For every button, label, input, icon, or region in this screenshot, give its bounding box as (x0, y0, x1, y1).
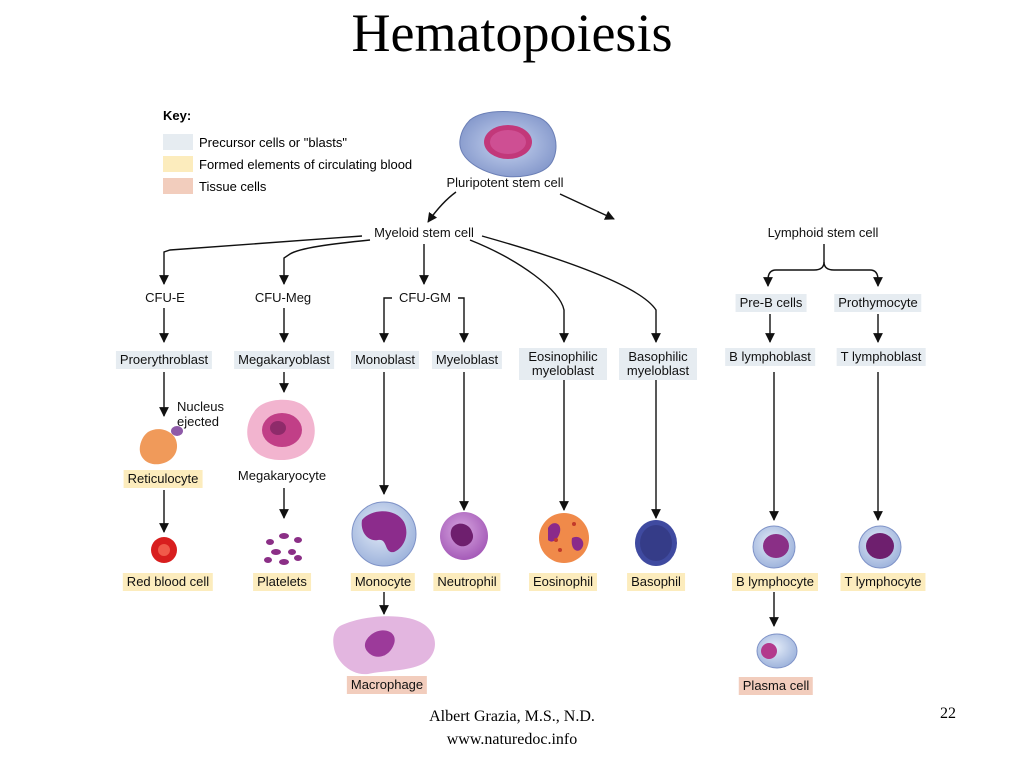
box-eosinophilic-myeloblast: Eosinophilic myeloblast (519, 348, 607, 380)
arrow-cfu-gm-to-myeloblast (458, 297, 469, 343)
label-myeloid-stem-cell: Myeloid stem cell (374, 225, 474, 240)
box-plasma-cell: Plasma cell (738, 677, 814, 695)
footer-author: Albert Grazia, M.S., N.D. (429, 708, 595, 725)
ejected-nucleus-image (171, 426, 183, 436)
arrow-stem-to-lymphoid (559, 193, 615, 220)
eosinophil-image (539, 513, 589, 563)
arrow-lymphoid-to-prothymocyte (823, 261, 883, 287)
pluripotent-stem-cell-image (459, 111, 557, 178)
arrow-myeloid-to-cfu-meg (279, 239, 371, 285)
basophil-image (635, 520, 677, 566)
red-blood-cell-image (151, 537, 177, 563)
box-eosinophil: Eosinophil (529, 573, 597, 591)
box-proerythroblast: Proerythroblast (115, 351, 213, 369)
box-myeloblast: Myeloblast (431, 351, 503, 369)
page-number: 22 (940, 705, 956, 722)
b-lymphocyte-image (752, 525, 796, 569)
arrow-cfu-gm-to-monoblast (379, 297, 392, 343)
arrow-lymphoid-to-pre-b (763, 244, 825, 287)
macrophage-image (333, 616, 435, 675)
footer-website: www.naturedoc.info (446, 731, 578, 748)
key-label-precursor: Precursor cells or "blasts" (199, 135, 347, 150)
label-lymphoid-stem-cell: Lymphoid stem cell (767, 225, 879, 240)
box-monoblast: Monoblast (351, 351, 419, 369)
box-monocyte: Monocyte (350, 573, 416, 591)
arrow-myeloid-to-basophilic (481, 235, 661, 343)
key-label-tissue: Tissue cells (199, 179, 267, 194)
arrow-myeloid-to-eosinophilic (469, 239, 569, 343)
box-prothymocyte: Prothymocyte (834, 294, 922, 312)
plasma-cell-image (756, 633, 798, 669)
platelets-image (264, 533, 302, 565)
reticulocyte-image (139, 429, 178, 465)
arrow-myeloid-to-cfu-e (159, 235, 363, 285)
arrow-stem-to-myeloid (427, 191, 457, 223)
key-swatch-precursor (163, 134, 193, 150)
monocyte-image (351, 501, 417, 567)
label-cfu-gm: CFU-GM (399, 290, 451, 305)
box-red-blood-cell: Red blood cell (122, 573, 214, 591)
label-pluripotent-stem-cell: Pluripotent stem cell (446, 175, 564, 190)
key-swatch-formed (163, 156, 193, 172)
slide-title: Hematopoiesis (351, 3, 673, 63)
box-b-lymphoblast: B lymphoblast (725, 348, 815, 366)
box-pre-b-cells: Pre-B cells (735, 294, 807, 312)
box-b-lymphocyte: B lymphocyte (731, 573, 819, 591)
key-heading: Key: (163, 108, 192, 123)
box-t-lymphocyte: T lymphocyte (840, 573, 926, 591)
megakaryocyte-image (247, 399, 315, 461)
box-reticulocyte: Reticulocyte (123, 470, 203, 488)
box-platelets: Platelets (253, 573, 311, 591)
label-megakaryocyte: Megakaryocyte (237, 468, 327, 483)
box-basophilic-myeloblast: Basophilic myeloblast (619, 348, 697, 380)
box-macrophage: Macrophage (346, 676, 428, 694)
key-label-formed: Formed elements of circulating blood (199, 157, 413, 172)
label-cfu-meg: CFU-Meg (254, 290, 312, 305)
box-megakaryoblast: Megakaryoblast (234, 351, 334, 369)
neutrophil-image (440, 512, 488, 560)
label-cfu-e: CFU-E (145, 290, 185, 305)
box-neutrophil: Neutrophil (433, 573, 501, 591)
box-basophil: Basophil (627, 573, 685, 591)
t-lymphocyte-image (858, 525, 902, 569)
label-nucleus-ejected: Nucleus ejected (177, 399, 224, 429)
box-t-lymphoblast: T lymphoblast (836, 348, 926, 366)
key-swatch-tissue (163, 178, 193, 194)
